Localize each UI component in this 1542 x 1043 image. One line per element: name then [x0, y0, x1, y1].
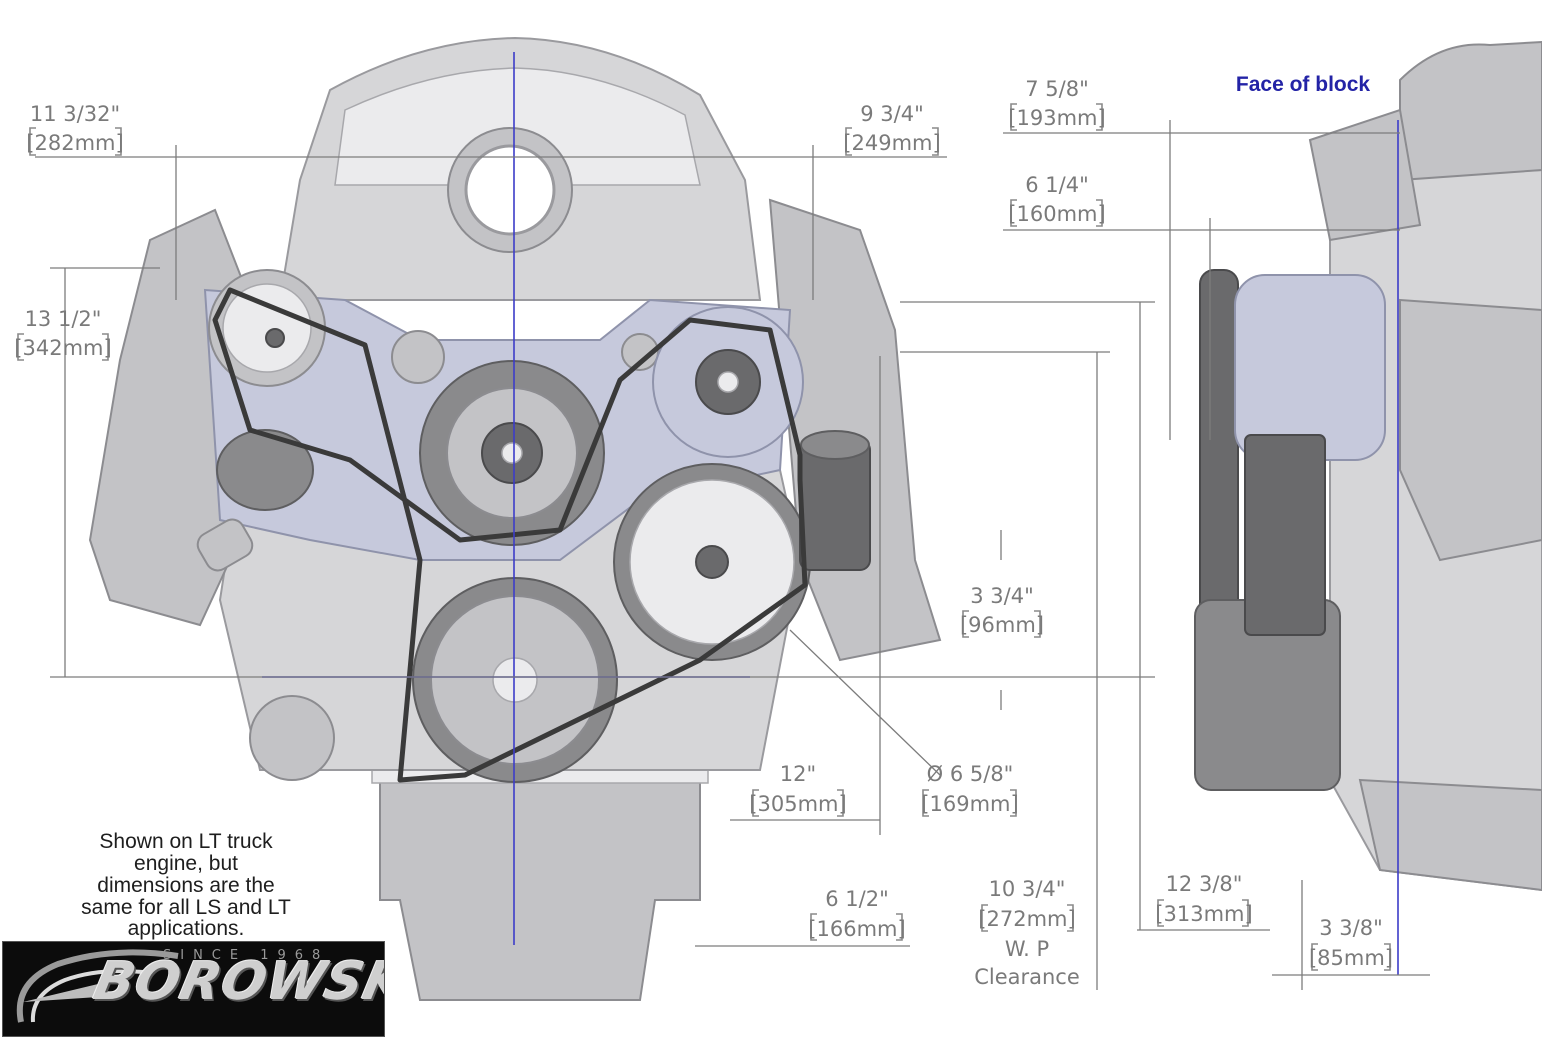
dim-305mm: [305mm] [749, 792, 846, 816]
note-line-5: applications. [128, 917, 245, 940]
dim-11-3-32-in: 11 3/32" [30, 102, 120, 126]
side-throttle-body [1308, 108, 1422, 242]
dim-166mm: [166mm] [808, 917, 905, 941]
side-ps-reservoir [1244, 434, 1326, 636]
water-outlet [196, 518, 254, 572]
dim-85mm: [85mm] [1309, 946, 1393, 970]
logo-swoosh-icon [16, 949, 179, 1023]
belt-tensioner [216, 429, 314, 511]
dim-342mm: [342mm] [14, 336, 111, 360]
dim-10-3-4-in: 10 3/4" [989, 877, 1066, 901]
reservoir-cap [800, 430, 870, 460]
dim-272mm: [272mm] [978, 907, 1075, 931]
wp-label: W. P [1005, 937, 1049, 961]
dim-7-5-8-in: 7 5/8" [1025, 77, 1089, 101]
dim-313mm: [313mm] [1155, 902, 1252, 926]
logo-since-text: SINCE 1968 [163, 948, 330, 963]
water-pump-center [501, 442, 523, 464]
borowski-logo: SINCE 1968 BOROWSKI [2, 941, 385, 1037]
dim-96mm: [96mm] [960, 613, 1044, 637]
intake-ribs [334, 67, 701, 186]
ac-compressor-clutch [222, 283, 312, 373]
dim-13-1-2-in: 13 1/2" [25, 307, 102, 331]
dim-169mm: [169mm] [921, 792, 1018, 816]
side-intake-runners [1399, 40, 1542, 182]
dim-249mm: [249mm] [843, 131, 940, 155]
dim-12-3-8-in: 12 3/8" [1166, 872, 1243, 896]
power-steering-hub [695, 545, 729, 579]
dim-193mm: [193mm] [1008, 106, 1105, 130]
note-line-3: dimensions are the [97, 874, 274, 897]
clearance-label: Clearance [974, 965, 1080, 989]
oil-pan [379, 769, 701, 1001]
side-engine-view [1194, 40, 1542, 892]
dim-pulley-diameter-in: Ø 6 5/8" [927, 762, 1014, 786]
dim-12-in: 12" [780, 762, 816, 786]
throttle-bore [464, 144, 556, 236]
application-note: Shown on LT truck engine, but dimensions… [81, 830, 291, 940]
alternator-center [717, 371, 739, 393]
dim-3-3-4-in: 3 3/4" [970, 584, 1034, 608]
dim-3-3-8-in: 3 3/8" [1319, 916, 1383, 940]
dim-9-3-4-in: 9 3/4" [860, 102, 924, 126]
front-engine-view [88, 36, 942, 1001]
starter-housing [249, 695, 335, 781]
note-line-1: Shown on LT truck [99, 830, 273, 853]
idler-pulley-upper [391, 330, 445, 384]
dim-6-1-4-in: 6 1/4" [1025, 173, 1089, 197]
serpentine-belt [212, 287, 808, 783]
side-alternator [1234, 274, 1386, 461]
dimension-lines [35, 120, 1430, 990]
note-line-4: same for all LS and LT [81, 896, 291, 919]
dim-282mm: [282mm] [26, 131, 123, 155]
crank-pulley-hub [492, 657, 538, 703]
side-exhaust-manifold [1399, 298, 1542, 562]
idler-pulley-right [621, 333, 659, 371]
dim-6-1-2-in: 6 1/2" [825, 887, 889, 911]
note-line-2: engine, but [134, 852, 238, 875]
face-of-block-label: Face of block [1236, 73, 1371, 96]
side-oil-pan [1358, 778, 1542, 892]
dim-160mm: [160mm] [1008, 202, 1105, 226]
ac-compressor-hub [265, 328, 285, 348]
logo-brand-text: BOROWSKI [88, 952, 385, 1012]
mm-brackets [17, 103, 1391, 971]
